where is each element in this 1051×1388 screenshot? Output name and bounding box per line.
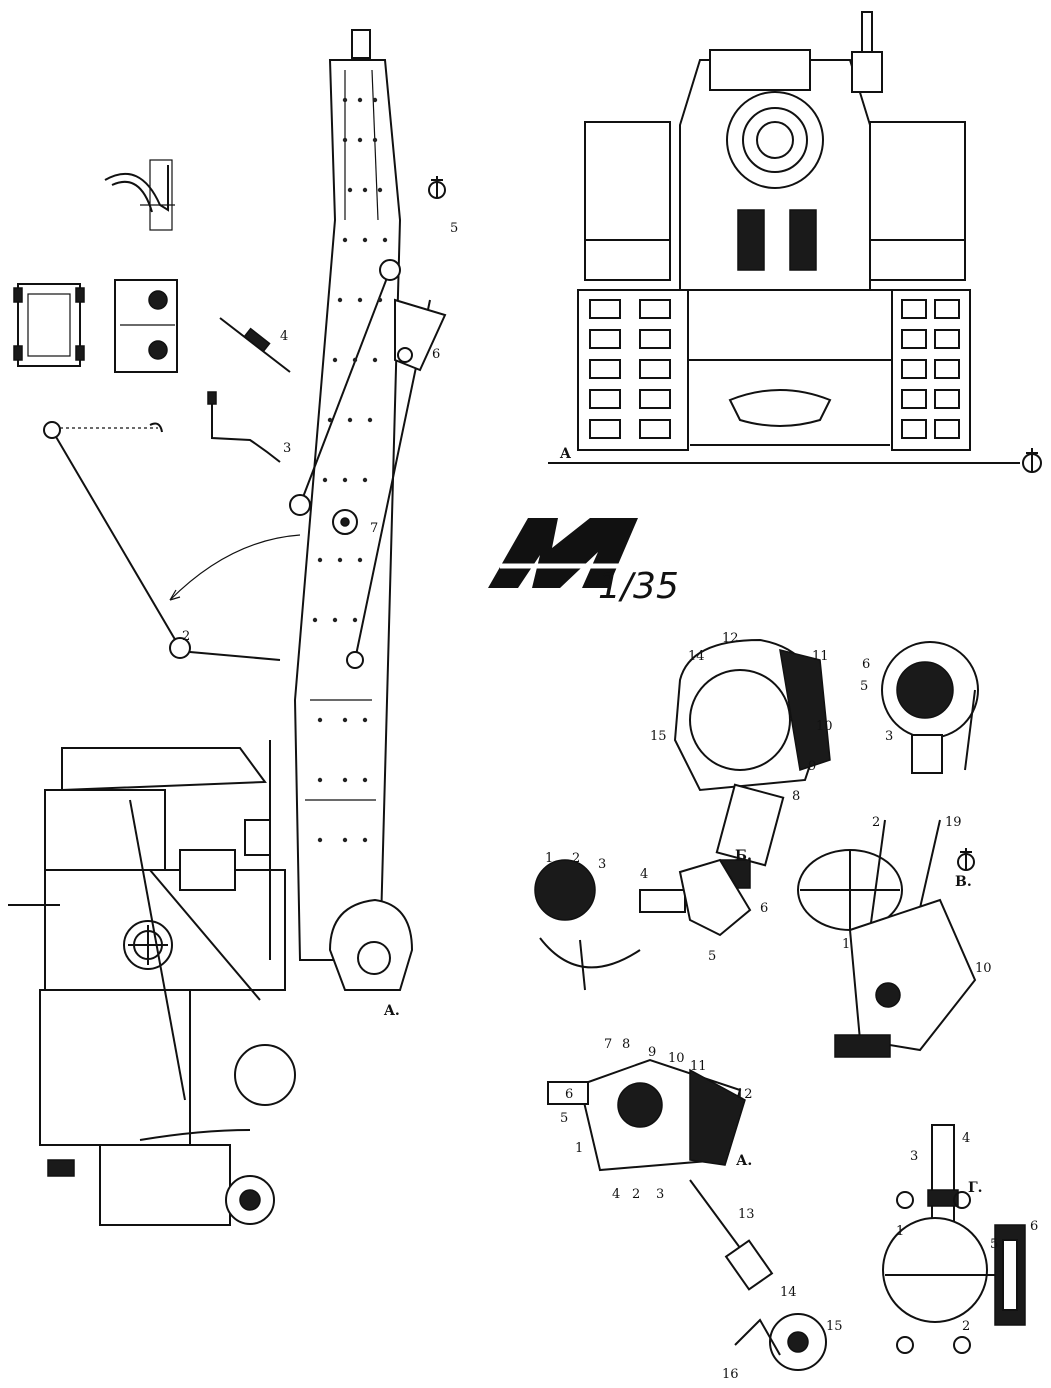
part-label: 2 (632, 1187, 640, 1202)
part-label: 4 (280, 329, 288, 344)
anchor-symbol (957, 848, 975, 871)
part-label: 5 (990, 1237, 998, 1252)
view-label: А. (736, 1153, 752, 1169)
part-label: 15 (826, 1319, 843, 1334)
part-label: 6 (565, 1087, 573, 1102)
part-label: 8 (792, 789, 800, 804)
part-label: 1 (575, 1141, 583, 1156)
part-label: 4 (962, 1131, 970, 1146)
scale-label: 1/35 (598, 566, 679, 607)
part-label: 3 (598, 857, 606, 872)
part-label: 9 (808, 759, 816, 774)
publisher-logo: 1/35 (488, 518, 679, 607)
part-label: 10 (975, 961, 992, 976)
view-label: Г. (968, 1180, 983, 1196)
track-links (589, 299, 960, 439)
part-label: 13 (738, 1207, 755, 1222)
part-label: 2 (182, 629, 190, 644)
swing-arm-part (43, 421, 301, 661)
part-label: 15 (650, 729, 667, 744)
part-label: 1 (842, 937, 850, 952)
part-label: 1 (545, 851, 553, 866)
view-label: A. (383, 1003, 400, 1019)
part-label: 12 (736, 1087, 753, 1102)
view-label: Б. (735, 848, 752, 864)
part-label: 2 (872, 815, 880, 830)
part-label: 5 (860, 679, 868, 694)
part-label: 5 (708, 949, 716, 964)
detail-g: Г. 3 4 1 5 6 2 (882, 1124, 1038, 1354)
part-label: 3 (910, 1149, 918, 1164)
part-label: 11 (690, 1059, 707, 1074)
part-label: 16 (722, 1367, 739, 1382)
part-label: 1 (896, 1224, 904, 1239)
anchor-symbol (428, 176, 446, 199)
part-label: 5 (450, 221, 458, 236)
turnbuckle-part: 4 (219, 317, 291, 373)
view-label: A (559, 446, 572, 462)
part-label: 4 (612, 1187, 620, 1202)
part-label: 2 (572, 851, 580, 866)
detail-b: Б. 15 14 12 11 10 9 8 1 2 3 4 5 6 (534, 631, 833, 991)
crank-handle-part: 3 (207, 391, 291, 463)
detail-v: В. 2 19 1 10 (797, 815, 992, 1058)
detail-a: А. 7 8 9 10 11 12 6 5 1 4 2 3 13 14 15 1… (547, 1037, 843, 1382)
part-label: 14 (688, 649, 705, 664)
part-label: 3 (283, 441, 291, 456)
part-label: 6 (432, 347, 440, 362)
part-label: 6 (1030, 1219, 1038, 1234)
part-label: 5 (560, 1111, 568, 1126)
part-label: 4 (640, 867, 648, 882)
part-label: 11 (812, 649, 829, 664)
anchor-symbol (1022, 448, 1042, 473)
view-label: В. (955, 874, 972, 890)
part-label: 3 (656, 1187, 664, 1202)
part-label: 14 (780, 1285, 797, 1300)
bracket-detail-sketch (104, 159, 175, 231)
round-housing-detail: 5 6 3 (860, 641, 979, 774)
part-label: 2 (962, 1319, 970, 1334)
part-label: 7 (370, 521, 378, 536)
part-label: 10 (668, 1051, 685, 1066)
part-label: 7 (604, 1037, 612, 1052)
part-label: 6 (760, 901, 768, 916)
part-label: 8 (622, 1037, 630, 1052)
side-view: 5 6 7 2 A. (182, 29, 458, 1019)
part-label: 3 (885, 729, 893, 744)
part-label: 9 (648, 1045, 656, 1060)
part-label: 6 (862, 657, 870, 672)
rivet-pattern (312, 97, 388, 843)
part-label: 10 (816, 719, 833, 734)
part-label: 12 (722, 631, 739, 646)
part-label: 19 (945, 815, 962, 830)
cab-assembly (8, 740, 296, 1226)
front-view: A (548, 11, 1042, 473)
box-detail-sketch (13, 279, 178, 373)
